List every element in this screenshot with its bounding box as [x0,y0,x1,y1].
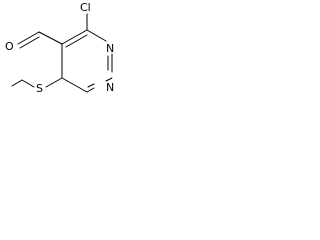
pyrimidine-ring [61,29,113,93]
bond-s-ch3-a [21,79,35,88]
methylthio-group [11,77,63,88]
atom-label-nitrogen-top: N [106,42,114,55]
chemical-structure-diagram: Cl O N N S [5,1,114,95]
aldehyde-group [17,31,63,49]
bond-n1-c6-inner [87,83,95,88]
bond-c6-s [45,77,63,88]
atom-label-sulfur: S [36,82,43,95]
bond-cho-to-ring [38,31,63,45]
atom-label-oxygen: O [5,40,14,53]
bond-s-ch3-b [11,79,23,87]
bond-c5-c4-inner [65,34,88,48]
atom-label-chlorine: Cl [80,1,91,14]
bond-c5-c4 [61,29,88,45]
bond-c-o-double-outer [17,31,40,45]
bond-c6-c5 [61,77,88,93]
bond-c-o-double-inner [19,36,40,49]
atom-label-nitrogen-bottom: N [106,81,114,94]
bond-c2-n1 [105,77,113,82]
bond-n1-c6 [86,87,95,93]
bond-c4-n3 [86,29,107,42]
